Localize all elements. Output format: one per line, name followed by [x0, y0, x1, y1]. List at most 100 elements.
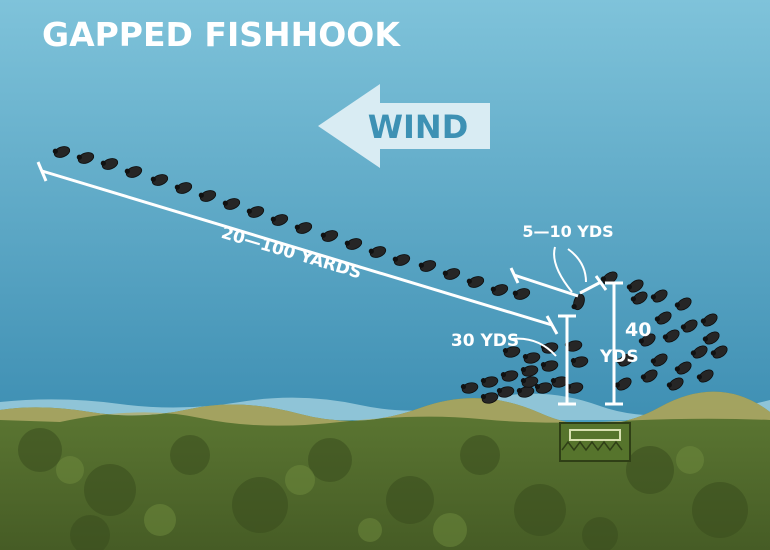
decoy-head: [674, 366, 680, 372]
decoy-icon: [491, 284, 509, 296]
decoy-head: [124, 168, 130, 174]
decoy-icon: [616, 377, 632, 391]
decoy-head: [696, 374, 702, 380]
decoy-head: [700, 318, 706, 324]
decoy-icon: [632, 291, 648, 305]
decoy-head: [320, 232, 326, 238]
line-length-dimension: [36, 161, 559, 335]
decoy-icon: [175, 182, 193, 194]
decoy-icon: [541, 342, 559, 354]
decoy-head: [540, 362, 547, 368]
decoy-head: [690, 350, 696, 356]
decoy-head: [270, 216, 276, 222]
decoy-icon: [618, 353, 634, 367]
decoy-head: [710, 350, 716, 356]
decoy-icon: [704, 331, 720, 345]
gap-dimension: [509, 267, 608, 298]
shore-offset-label-bottom: YDS: [599, 347, 639, 367]
decoy-head: [198, 192, 204, 198]
decoy-icon: [698, 369, 714, 383]
decoy-icon: [247, 206, 265, 218]
decoy-head: [344, 240, 350, 246]
decoy-head: [150, 176, 156, 182]
decoy-icon: [521, 376, 539, 388]
decoy-icon: [321, 230, 339, 242]
decoy-icon: [640, 333, 656, 347]
decoy-icon: [461, 382, 479, 394]
decoy-icon: [481, 392, 499, 404]
decoy-icon: [77, 152, 95, 164]
decoy-icon: [535, 382, 553, 394]
decoy-head: [496, 388, 503, 394]
decoy-head: [516, 388, 523, 394]
decoy-icon: [517, 386, 535, 398]
decoy-head: [490, 286, 496, 292]
decoy-icon: [668, 377, 684, 391]
hook-depth-dimension: [558, 314, 576, 406]
decoy-icon: [652, 353, 668, 367]
decoy-head: [392, 256, 398, 262]
decoy-head: [630, 296, 636, 302]
decoy-head: [570, 358, 577, 364]
decoy-icon: [541, 360, 559, 372]
decoy-icon: [642, 369, 658, 383]
decoy-icon: [503, 346, 521, 358]
decoy-icon: [513, 288, 531, 300]
decoy-head: [512, 290, 518, 296]
decoy-head: [520, 367, 527, 373]
decoy-icon: [523, 352, 541, 364]
decoy-head: [650, 294, 656, 300]
decoy-icon: [501, 370, 519, 382]
decoy-head: [534, 384, 541, 390]
shore-offset-dimension: [605, 281, 623, 406]
decoy-head: [550, 378, 557, 384]
decoy-head: [460, 384, 467, 390]
hook-depth-label: 30 YDS: [451, 331, 519, 351]
decoy-icon: [656, 311, 672, 325]
decoy-icon: [467, 276, 485, 288]
decoy-icon: [664, 329, 680, 343]
decoy-head: [654, 316, 660, 322]
decoy-head: [638, 338, 644, 344]
decoy-head: [650, 358, 656, 364]
decoy-head: [520, 378, 527, 384]
decoy-icon: [369, 246, 387, 258]
decoy-head: [614, 382, 620, 388]
decoy-head: [640, 374, 646, 380]
decoy-icon: [223, 198, 241, 210]
decoy-head: [662, 334, 668, 340]
decoy-icon: [571, 356, 589, 368]
decoy-head: [616, 358, 622, 364]
decoy-head: [522, 354, 529, 360]
decoy-icon: [521, 365, 539, 377]
decoy-head: [174, 184, 180, 190]
decoy-icon: [199, 190, 217, 202]
water-background: [0, 0, 770, 420]
decoy-icon: [295, 222, 313, 234]
decoy-icon: [712, 345, 728, 359]
decoy-head: [600, 276, 606, 282]
decoy-icon: [101, 158, 119, 170]
decoy-head: [666, 382, 672, 388]
decoy-icon: [393, 254, 411, 266]
decoy-icon: [345, 238, 363, 250]
decoy-icon: [271, 214, 289, 226]
decoy-icon: [151, 174, 169, 186]
decoy-head: [294, 224, 300, 230]
decoy-icon: [443, 268, 461, 280]
wind-arrow-icon: WIND: [318, 84, 490, 168]
decoy-icon: [628, 279, 644, 293]
decoy-icon: [702, 313, 718, 327]
decoy-icon: [53, 146, 71, 158]
measurement-lines: [36, 161, 623, 406]
decoy-head: [466, 278, 472, 284]
decoy-icon: [481, 376, 499, 388]
diagram-title: GAPPED FISHHOOK: [42, 15, 401, 54]
decoy-head: [500, 372, 507, 378]
decoy-head: [674, 302, 680, 308]
decoy-head: [571, 304, 577, 310]
decoy-head: [52, 148, 58, 154]
decoy-icon: [419, 260, 437, 272]
wind-label: WIND: [368, 108, 469, 146]
